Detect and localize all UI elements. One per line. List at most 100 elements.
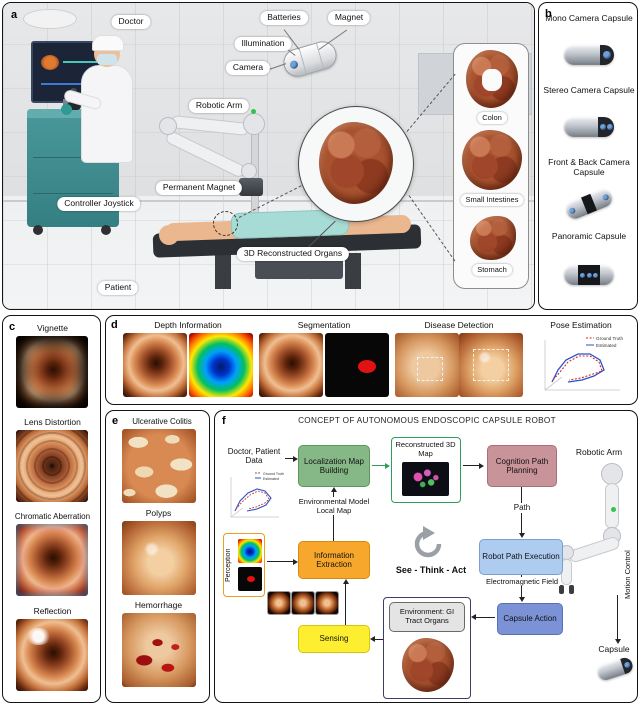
illumination-label: Illumination (234, 37, 292, 51)
mono-capsule-label: Mono Camera Capsule (545, 13, 633, 23)
depth-input-image (123, 333, 187, 397)
environment-gi-tract-box: Environment: GI Tract Organs (389, 602, 465, 632)
camera-label: Camera (225, 61, 271, 75)
panel-b: b Mono Camera Capsule Stereo Camera Caps… (538, 2, 638, 310)
legend-ground-truth: Ground Truth (596, 336, 624, 341)
floor-line (3, 200, 534, 202)
joystick (67, 102, 81, 110)
robot-arm-wrist (241, 163, 257, 179)
robotic-arm-label: Robotic Arm (575, 447, 623, 457)
sensing-box: Sensing (298, 625, 370, 653)
robot-arm-joint (159, 117, 177, 135)
ulcerative-colitis-image (122, 429, 196, 503)
colon-label: Colon (477, 112, 507, 124)
magnified-organ-circle (298, 106, 414, 222)
disease-detection-image (395, 333, 459, 397)
doctor-figure (81, 65, 133, 163)
robot-path-execution-box: Robot Path Execution (479, 539, 563, 575)
monitor-image (41, 55, 59, 70)
cart-top (27, 109, 119, 118)
capsule-cap (598, 117, 614, 137)
capsule-target-circle (213, 211, 238, 236)
arrowhead (293, 558, 298, 565)
flowchart-title: CONCEPT OF AUTONOMOUS ENDOSCOPIC CAPSULE… (298, 416, 556, 425)
polyps-image (122, 521, 196, 595)
monitor-trace (63, 61, 97, 63)
detection-box (473, 349, 509, 381)
arrowhead (293, 455, 298, 462)
f-capsule-image (595, 655, 635, 683)
arrow-execution-to-action (521, 575, 523, 599)
camera-lens (580, 272, 585, 278)
chromatic-aberration-label: Chromatic Aberration (14, 512, 91, 521)
hemorrhage-label: Hemorrhage (134, 600, 183, 610)
depth-information-label: Depth Information (154, 320, 222, 330)
panoramic-capsule-label: Panoramic Capsule (551, 231, 627, 241)
f-robot-gripper (559, 585, 564, 594)
doctor-label: Doctor (111, 15, 151, 29)
reflection-image (16, 619, 88, 691)
camera-lens (593, 272, 598, 278)
arrowhead (518, 597, 525, 602)
perception-label: Perception (225, 548, 232, 582)
sensing-endoscopy-thumb (315, 591, 339, 615)
lens-distortion-label: Lens Distortion (24, 417, 81, 427)
front-back-capsule-label: Front & Back Camera Capsule (548, 157, 630, 178)
arrow-map-to-cognition (463, 465, 480, 467)
robotic-arm-label: Robotic Arm (188, 99, 250, 113)
f-robot-gripper (569, 585, 574, 594)
f-robot-arm-segment (567, 535, 622, 564)
path-label: Path (507, 503, 537, 513)
doctor-cap (92, 35, 124, 51)
perception-depth-thumb (238, 539, 262, 563)
segmentation-blob (247, 576, 255, 582)
arrow-localization-to-map (372, 465, 386, 467)
controller-joystick-label: Controller Joystick (57, 197, 141, 211)
doctor-patient-data-text: Doctor, Patient Data (227, 446, 281, 465)
arrowhead (330, 487, 337, 492)
mono-camera-capsule (564, 45, 614, 65)
permanent-magnet-effector (239, 178, 263, 196)
panel-c-tag: c (9, 321, 16, 333)
stomach-model (470, 216, 516, 260)
colon-model (466, 50, 518, 108)
front-back-camera-capsule (563, 186, 615, 222)
reconstructed-organs-label: 3D Reconstructed Organs (236, 247, 350, 261)
arrowhead (342, 579, 349, 584)
panoramic-capsule (564, 265, 614, 285)
table-leg (345, 253, 361, 289)
camera-lens (600, 124, 606, 130)
doctor-mask (97, 54, 117, 65)
magnet-label: Magnet (327, 11, 371, 25)
vignette-label: Vignette (36, 323, 69, 333)
panel-f-tag: f (222, 415, 226, 427)
segmentation-blob (358, 360, 376, 373)
localization-map-building-box: Localization Map Building (298, 445, 370, 487)
monitor-trace (41, 83, 97, 85)
ulcerative-colitis-label: Ulcerative Colitis (132, 417, 192, 426)
capsule-section-line (298, 48, 307, 74)
panel-e: e Ulcerative Colitis Polyps Hemorrhage (105, 410, 210, 703)
segmentation-label: Segmentation (297, 320, 351, 330)
reconstructed-3d-map-label: Reconstructed 3D Map (395, 440, 456, 458)
batteries-label: Batteries (260, 11, 308, 25)
depth-map-image (189, 333, 253, 397)
arrowhead (471, 613, 476, 620)
camera-lens (601, 193, 610, 202)
legend-ground-truth: Ground Truth (263, 472, 284, 476)
camera-lens (586, 272, 592, 278)
segmentation-input-image (259, 333, 323, 397)
small-intestines-label: Small Intestines (460, 194, 524, 206)
detection-box (417, 357, 443, 381)
status-led (251, 109, 256, 114)
sensing-endoscopy-thumb (267, 591, 291, 615)
panel-a: Colon Small Intestines Stomach Doctor Ba… (2, 2, 535, 310)
electromagnetic-field-text: Electromagnetic Field (484, 577, 560, 586)
small-intestines-model (462, 130, 522, 190)
panel-f: f CONCEPT OF AUTONOMOUS ENDOSCOPIC CAPSU… (214, 410, 638, 703)
vignette-image (16, 336, 88, 408)
circular-arrow-icon (414, 526, 442, 558)
camera-lens (607, 124, 613, 130)
arrowhead (518, 533, 525, 538)
legend-estimated: Estimated (263, 477, 279, 481)
